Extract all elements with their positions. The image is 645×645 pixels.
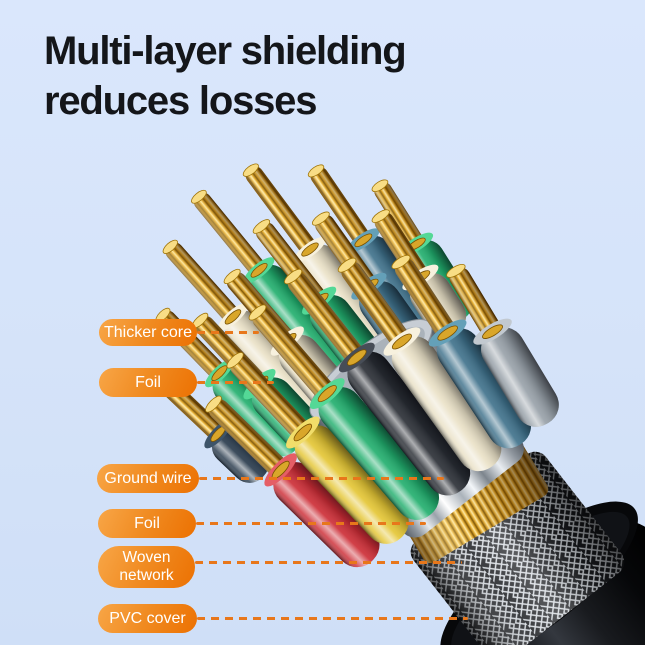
label-pvc-cover: PVC cover xyxy=(98,604,197,633)
title-line-1: Multi-layer shielding xyxy=(44,29,407,73)
label-foil-outer: Foil xyxy=(98,509,196,538)
label-foil-inner-text: Foil xyxy=(135,373,161,391)
label-foil-inner: Foil xyxy=(99,368,197,397)
label-thicker-core-text: Thicker core xyxy=(103,323,193,341)
label-foil-outer-text: Foil xyxy=(134,514,160,532)
title-line-2: reduces losses xyxy=(44,79,317,123)
leader-line-ground-wire xyxy=(199,477,444,480)
label-pvc-cover-text: PVC cover xyxy=(109,609,186,627)
leader-line-foil-outer xyxy=(196,522,426,525)
label-ground-wire: Ground wire xyxy=(97,464,199,493)
label-woven-network-text: Woven network xyxy=(119,548,174,585)
leader-line-foil-inner xyxy=(197,381,274,384)
leader-line-woven-network xyxy=(195,561,462,564)
label-woven-network: Woven network xyxy=(98,546,195,588)
label-thicker-core: Thicker core xyxy=(99,319,197,346)
page-title: Multi-layer shielding reduces losses xyxy=(44,26,407,126)
leader-line-thicker-core xyxy=(197,331,259,334)
leader-line-pvc-cover xyxy=(197,617,468,620)
label-ground-wire-text: Ground wire xyxy=(104,469,192,487)
